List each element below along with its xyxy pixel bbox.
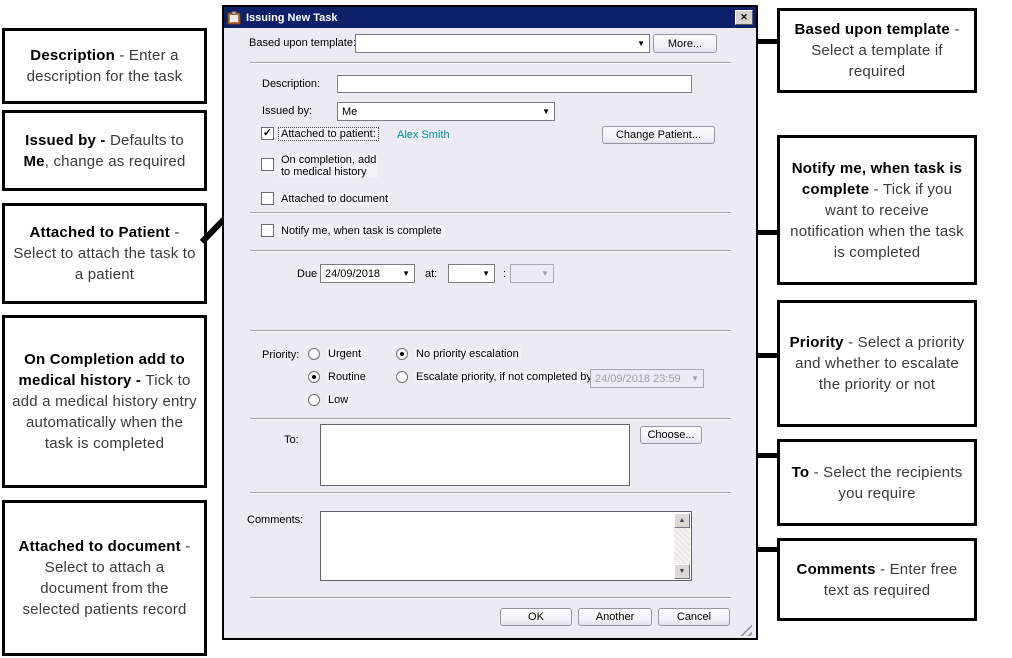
escalation-date-value: 24/09/2018 23:59	[595, 372, 681, 385]
clipboard-icon	[227, 10, 241, 25]
ok-button[interactable]: OK	[500, 608, 572, 626]
separator	[250, 212, 731, 214]
dropdown-icon: ▼	[482, 269, 490, 278]
separator	[250, 597, 731, 599]
priority-urgent-label: Urgent	[326, 348, 364, 360]
notify-me-label: Notify me, when task is complete	[279, 225, 444, 237]
priority-label: Priority:	[262, 349, 300, 361]
scroll-down-icon: ▼	[678, 568, 686, 575]
notify-me-checkbox[interactable]	[261, 224, 274, 237]
separator	[250, 250, 731, 252]
attached-to-patient-label[interactable]: Attached to patient:	[278, 127, 379, 141]
time-separator: :	[503, 268, 507, 280]
no-escalation-radio[interactable]	[396, 348, 408, 360]
attached-to-document-label: Attached to document	[279, 193, 391, 205]
callout-priority: Priority - Select a priority and whether…	[777, 300, 977, 427]
priority-low-radio[interactable]	[308, 394, 320, 406]
due-hour-select[interactable]: ▼	[448, 264, 495, 283]
callout-on-completion: On Completion add to medical history - T…	[2, 315, 207, 488]
dropdown-icon: ▼	[541, 269, 549, 278]
scroll-down-button[interactable]: ▼	[674, 564, 690, 579]
dialog-title: Issuing New Task	[246, 11, 338, 24]
dropdown-icon: ▼	[637, 39, 645, 48]
based-upon-template-select[interactable]: ▼	[355, 34, 650, 53]
issued-by-label: Issued by:	[262, 105, 313, 117]
separator	[250, 418, 731, 420]
callout-description: Description - Enter a description for th…	[2, 28, 207, 104]
priority-routine-label: Routine	[326, 371, 368, 383]
comments-label: Comments:	[247, 514, 304, 526]
dropdown-icon: ▼	[691, 374, 699, 383]
due-minute-select[interactable]: ▼	[510, 264, 554, 283]
choose-button[interactable]: Choose...	[640, 426, 702, 444]
escalate-priority-label: Escalate priority, if not completed by:	[414, 371, 597, 383]
dropdown-icon: ▼	[402, 269, 410, 278]
close-button[interactable]: ✕	[735, 10, 753, 25]
on-completion-checkbox[interactable]	[261, 158, 274, 171]
no-escalation-label: No priority escalation	[414, 348, 521, 360]
check-icon: ✓	[262, 126, 273, 139]
to-label: To:	[284, 434, 299, 446]
separator	[250, 492, 731, 494]
description-input[interactable]	[337, 75, 692, 93]
patient-name: Alex Smith	[397, 129, 450, 141]
callout-attached-to-document: Attached to document - Select to attach …	[2, 500, 207, 656]
description-label: Description:	[262, 78, 321, 90]
dialog-titlebar[interactable]: Issuing New Task ✕	[224, 7, 756, 28]
based-upon-template-label: Based upon template:	[249, 37, 357, 49]
priority-urgent-radio[interactable]	[308, 348, 320, 360]
comments-scrollbar[interactable]: ▲ ▼	[674, 513, 690, 579]
priority-routine-radio[interactable]	[308, 371, 320, 383]
attached-to-document-checkbox[interactable]	[261, 192, 274, 205]
cancel-button[interactable]: Cancel	[658, 608, 730, 626]
issued-by-select[interactable]: Me ▼	[337, 102, 555, 121]
at-label: at:	[425, 268, 438, 280]
escalate-priority-radio[interactable]	[396, 371, 408, 383]
separator	[250, 62, 731, 64]
another-button[interactable]: Another	[578, 608, 652, 626]
scroll-up-button[interactable]: ▲	[674, 513, 690, 528]
change-patient-button[interactable]: Change Patient...	[602, 126, 715, 144]
scroll-up-icon: ▲	[678, 517, 686, 524]
on-completion-label: On completion, add to medical history	[279, 154, 379, 178]
callout-to: To - Select the recipients you require	[777, 439, 977, 526]
callout-based-upon-template: Based upon template - Select a template …	[777, 8, 977, 93]
callout-notify-me: Notify me, when task is complete - Tick …	[777, 135, 977, 285]
dialog-body: Based upon template: ▼ More... Descripti…	[224, 28, 754, 638]
to-recipients-listbox[interactable]	[320, 424, 630, 486]
due-date-value: 24/09/2018	[325, 267, 381, 280]
more-button[interactable]: More...	[653, 34, 717, 53]
callout-comments: Comments - Enter free text as required	[777, 538, 977, 621]
close-icon: ✕	[740, 12, 748, 22]
due-label: Due	[297, 268, 318, 280]
dropdown-icon: ▼	[542, 107, 550, 116]
attached-to-patient-checkbox[interactable]: ✓	[261, 127, 274, 140]
separator	[250, 330, 731, 332]
resize-grip[interactable]	[739, 623, 752, 636]
due-date-select[interactable]: 24/09/2018 ▼	[320, 264, 415, 283]
issued-by-value: Me	[342, 105, 358, 118]
issuing-new-task-dialog: Issuing New Task ✕ Based upon template: …	[222, 5, 758, 640]
priority-low-label: Low	[326, 394, 351, 406]
callout-issued-by: Issued by - Defaults to Me, change as re…	[2, 110, 207, 191]
callout-attached-to-patient: Attached to Patient - Select to attach t…	[2, 203, 207, 304]
escalation-date-select[interactable]: 24/09/2018 23:59 ▼	[590, 369, 704, 388]
comments-textarea[interactable]: ▲ ▼	[320, 511, 692, 581]
